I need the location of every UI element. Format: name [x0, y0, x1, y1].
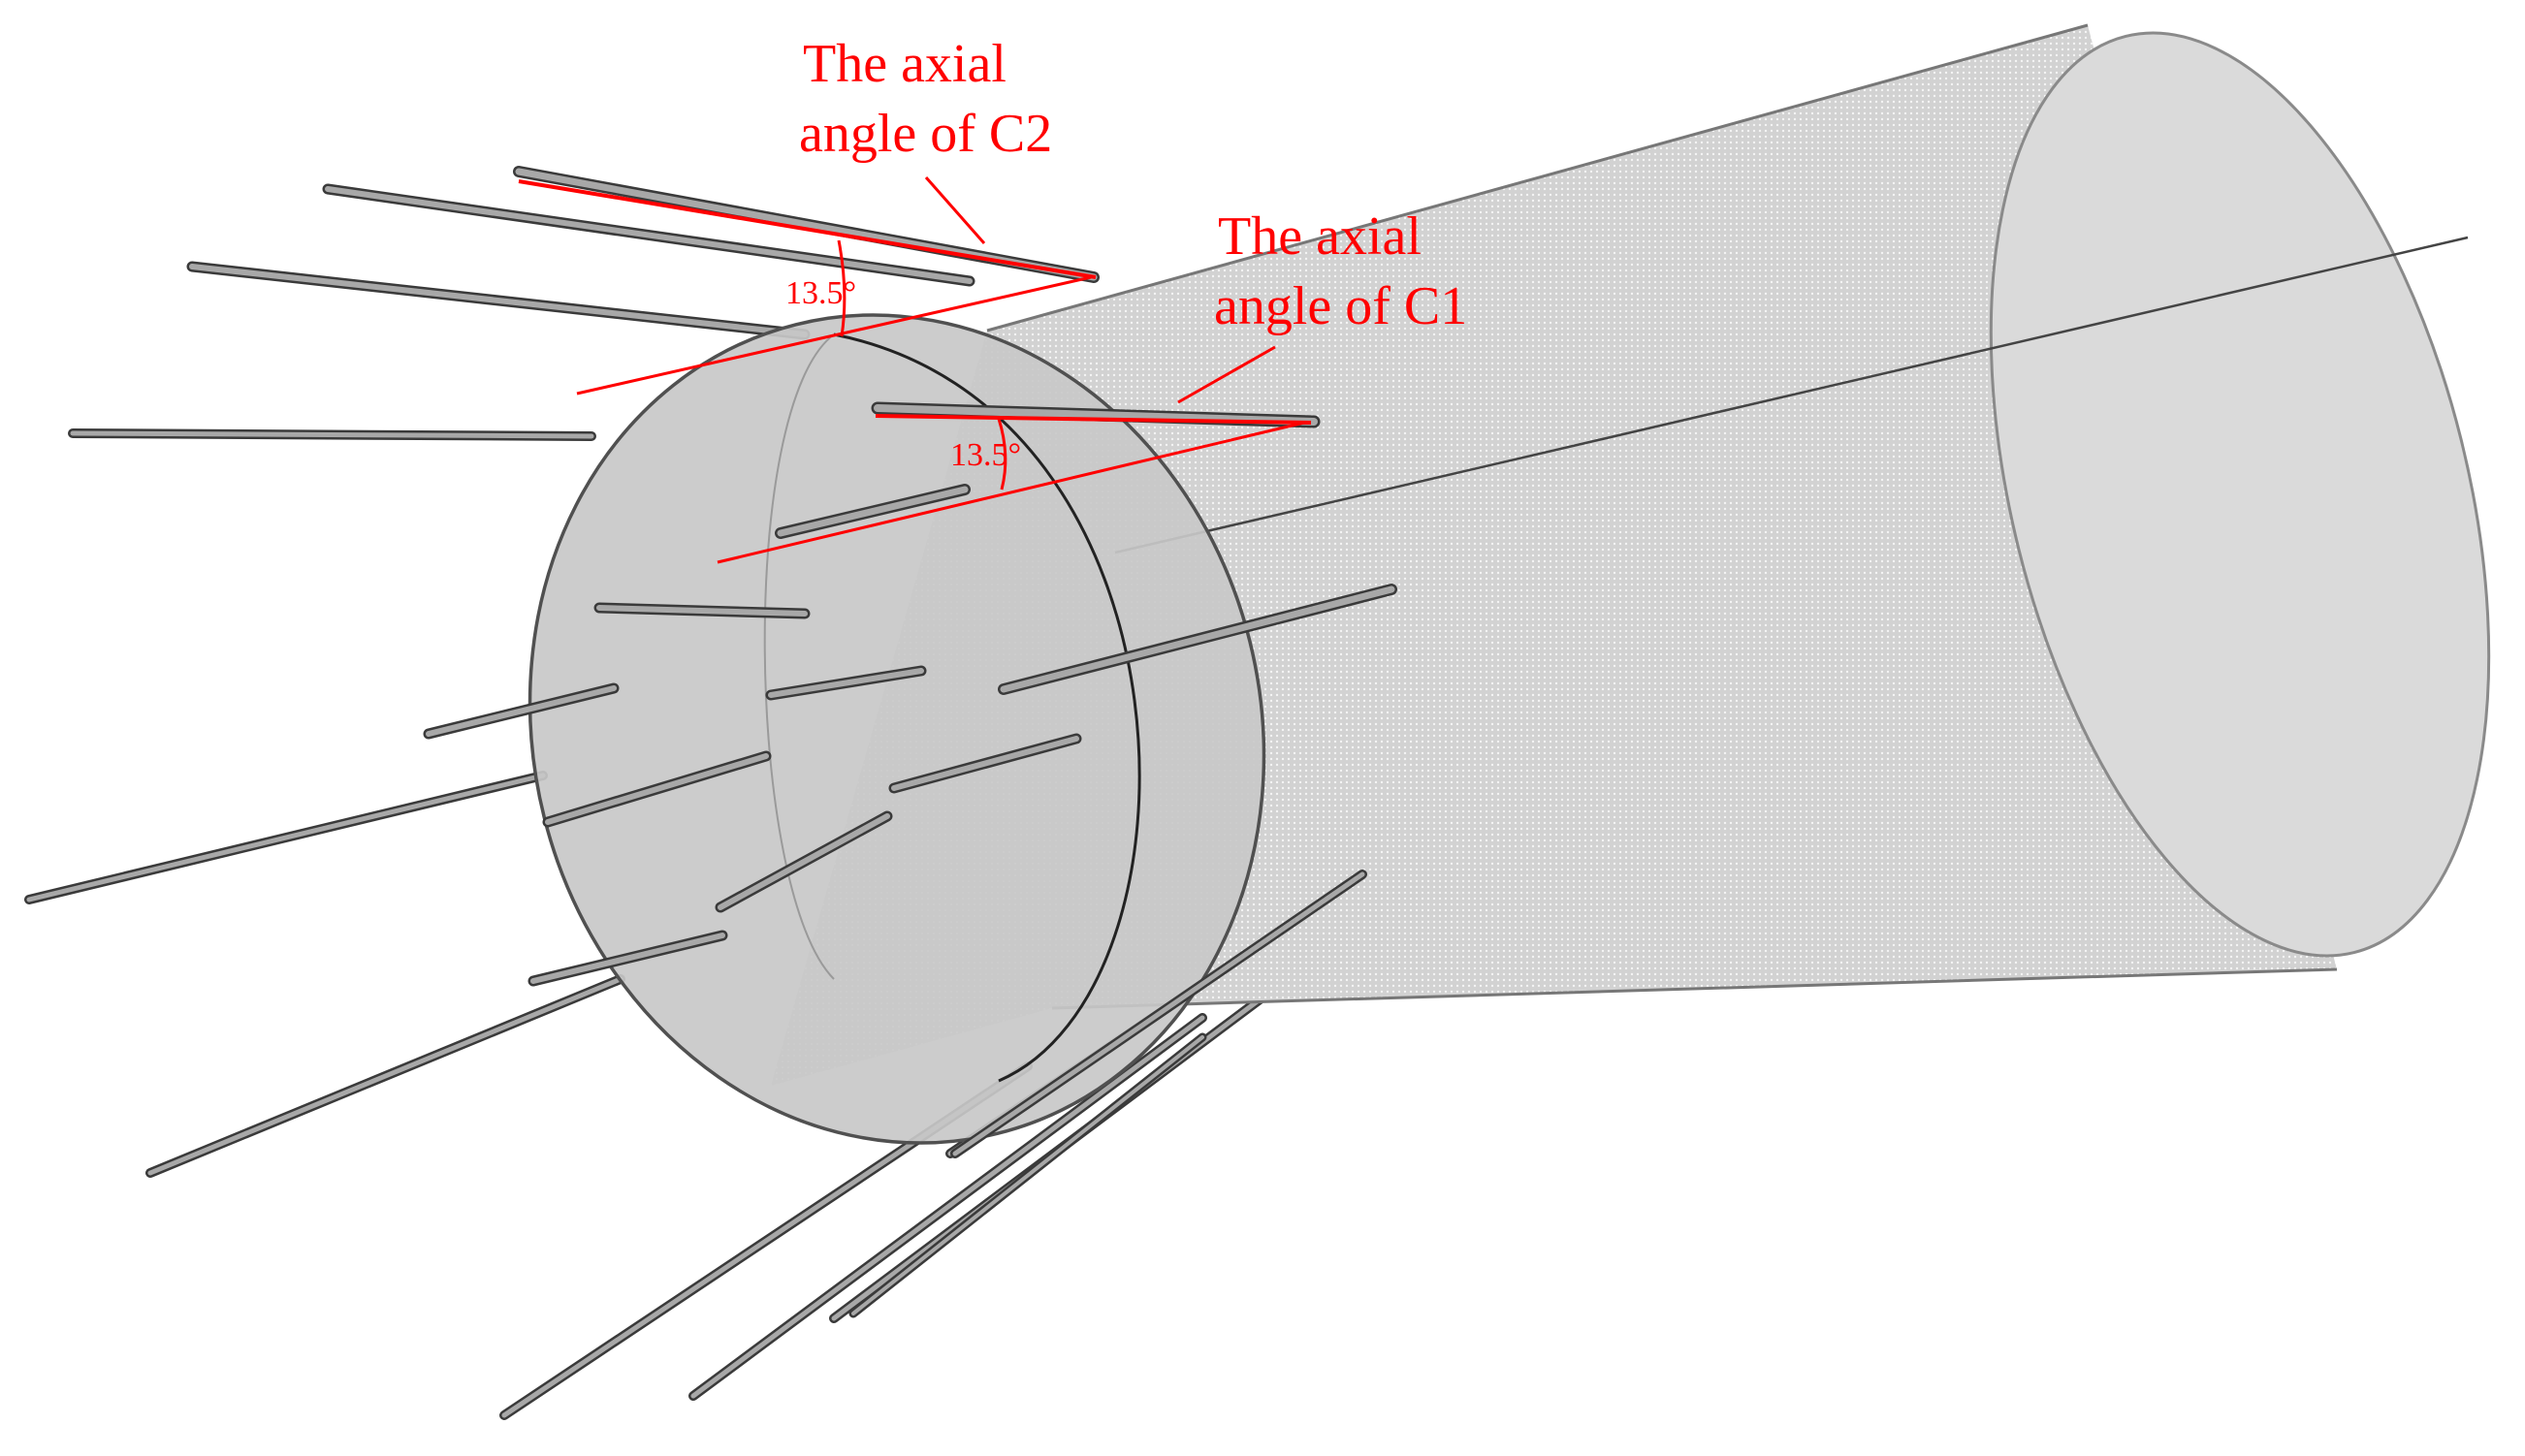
c2-rod-highlight: [518, 179, 1097, 279]
anchor-rod-body: [189, 264, 808, 337]
anchor-rod-body: [147, 976, 623, 1176]
anchor-rod: [765, 665, 927, 701]
annotation-overlay: [518, 176, 1312, 564]
c1-leader: [1177, 345, 1276, 404]
anchor-rod-body: [891, 736, 1079, 791]
anchor-rod: [24, 771, 548, 904]
anchor-rod-body: [777, 486, 969, 537]
anchor-rod: [423, 682, 620, 740]
anchor-rod: [715, 810, 893, 913]
anchor-rod: [775, 484, 971, 539]
c1-reference-line: [717, 421, 1305, 564]
anchor-rod: [542, 750, 772, 828]
anchor-rod-body: [596, 605, 808, 617]
c1-rod-highlight: [875, 414, 1312, 425]
c2-label-line1: The axial: [803, 34, 1007, 94]
anchor-rod-body: [718, 813, 890, 910]
tunnel-lining-inner-arc: [763, 333, 835, 980]
c1-label-line1: The axial: [1218, 206, 1422, 267]
tunnel-axis-line: [1114, 236, 2469, 554]
c1-angle-label: 13.5°: [950, 437, 1021, 473]
c1-angle-arc: [997, 418, 1007, 491]
anchor-rod-body: [952, 871, 1365, 1156]
anchor-rod-body: [690, 1015, 1205, 1399]
anchor-rod-body: [1000, 586, 1395, 693]
c2-angle-arc: [837, 239, 847, 337]
anchor-rod: [848, 1032, 1207, 1318]
c2-label-line2: angle of C2: [799, 104, 1052, 164]
anchor-rod-body: [545, 753, 769, 825]
tunnel-far-end: [1989, 31, 2491, 958]
anchor-rod: [145, 974, 625, 1178]
anchor-rod-body: [70, 430, 594, 439]
anchor-rod: [527, 930, 728, 987]
anchor-rod-body: [325, 186, 973, 284]
c1-label-line2: angle of C1: [1214, 276, 1467, 336]
anchor-rod-body: [851, 1035, 1204, 1315]
anchor-rod: [871, 401, 1321, 428]
anchor-rod: [593, 602, 811, 619]
anchor-rod-body: [26, 773, 546, 902]
anchor-rod: [998, 584, 1397, 695]
anchor-rod: [322, 183, 975, 287]
anchor-rod-body: [426, 685, 617, 737]
anchor-rod-body: [768, 668, 924, 698]
tunnel-cylinder: [527, 23, 2491, 1145]
annotation-labels: The axial angle of C2 13.5° The axial an…: [785, 34, 1467, 473]
rods-in-front: [423, 401, 1397, 1158]
tunnel-top-edge: [986, 23, 2089, 332]
c2-reference-line: [576, 275, 1092, 396]
anchor-rod: [688, 1013, 1207, 1401]
anchor-rod: [186, 261, 811, 340]
anchor-rod: [950, 870, 1367, 1158]
c2-leader: [924, 176, 986, 244]
c2-angle-label: 13.5°: [785, 275, 856, 311]
anchor-rod-body: [874, 404, 1318, 426]
anchor-rod-body: [530, 933, 725, 984]
tunnel-lining-arc: [833, 332, 1141, 1083]
anchor-rod: [888, 733, 1082, 794]
tunnel-bottom-edge: [1051, 967, 2338, 1010]
anchor-rod: [68, 428, 596, 441]
